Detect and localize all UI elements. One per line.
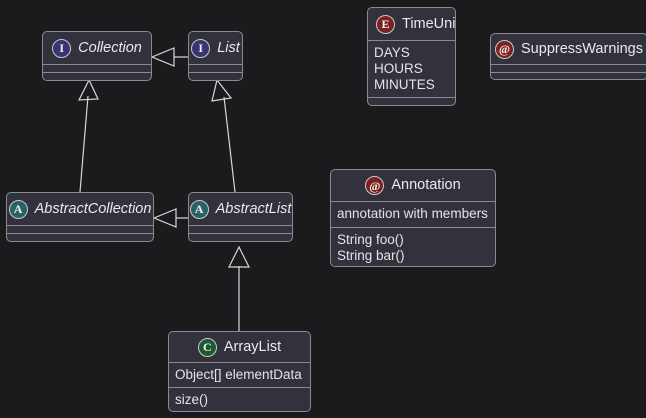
enum-constant: MINUTES (374, 76, 435, 92)
timeunit-title-compartment: E TimeUnit (368, 8, 455, 41)
abstractcollection-title-compartment: A AbstractCollection (7, 193, 153, 226)
annotation-method: String foo() (337, 231, 404, 247)
enum-constant: DAYS (374, 44, 410, 60)
arraylist-attributes-compartment: Object[] elementData (169, 363, 310, 388)
timeunit-constants-compartment: DAYS HOURS MINUTES (368, 41, 455, 98)
class-box-collection[interactable]: I Collection (42, 31, 152, 81)
class-box-timeunit[interactable]: E TimeUnit DAYS HOURS MINUTES (367, 7, 456, 106)
arraylist-method: size() (175, 392, 208, 407)
class-box-suppresswarnings[interactable]: @ SuppressWarnings (490, 33, 646, 80)
arrowhead-list-to-collection (150, 47, 175, 67)
suppresswarnings-title-compartment: @ SuppressWarnings (491, 34, 646, 65)
interface-icon: I (191, 38, 211, 58)
annotation-method: String bar() (337, 247, 405, 263)
edge-abstractlist-to-list (223, 96, 236, 193)
class-box-annotation[interactable]: @ Annotation annotation with members Str… (330, 169, 496, 267)
abstractcollection-attributes-compartment (7, 226, 153, 234)
abstract-class-icon: A (8, 199, 28, 219)
timeunit-name: TimeUnit (402, 15, 456, 32)
abstractcollection-methods-compartment (7, 234, 153, 241)
suppresswarnings-methods-compartment (491, 73, 646, 79)
class-box-arraylist[interactable]: C ArrayList Object[] elementData size() (168, 331, 311, 412)
class-icon: C (197, 337, 217, 357)
annotation-title-compartment: @ Annotation (331, 170, 495, 202)
abstract-class-icon: A (189, 199, 209, 219)
abstractlist-title-compartment: A AbstractList (189, 193, 292, 226)
annotation-icon: @ (495, 39, 515, 59)
arrowhead-abstractlist-to-abstractcollection (152, 208, 177, 228)
enum-constant: HOURS (374, 60, 423, 76)
abstractlist-name: AbstractList (215, 200, 292, 217)
collection-attributes-compartment (43, 65, 151, 73)
collection-name: Collection (78, 39, 142, 56)
list-title-compartment: I List (189, 32, 242, 65)
suppresswarnings-attributes-compartment (491, 65, 646, 73)
timeunit-methods-compartment (368, 98, 455, 105)
suppresswarnings-name: SuppressWarnings (521, 40, 643, 57)
class-box-abstractlist[interactable]: A AbstractList (188, 192, 293, 242)
arrowhead-abstractlist-to-list (211, 78, 233, 102)
edge-abstractcollection-to-collection (79, 95, 89, 193)
enum-icon: E (376, 14, 395, 34)
list-name: List (217, 39, 240, 56)
class-box-list[interactable]: I List (188, 31, 243, 81)
collection-title-compartment: I Collection (43, 32, 151, 65)
annotation-methods-compartment: String foo() String bar() (331, 228, 495, 266)
annotation-name: Annotation (391, 177, 461, 194)
list-attributes-compartment (189, 65, 242, 73)
annotation-note-compartment: annotation with members (331, 202, 495, 228)
class-box-abstractcollection[interactable]: A AbstractCollection (6, 192, 154, 242)
interface-icon: I (52, 38, 72, 58)
arraylist-methods-compartment: size() (169, 388, 310, 411)
arrowhead-arraylist-to-abstractlist (228, 245, 250, 268)
arraylist-attribute: Object[] elementData (175, 366, 302, 382)
annotation-note: annotation with members (337, 206, 488, 221)
list-methods-compartment (189, 73, 242, 80)
annotation-icon: @ (365, 176, 385, 195)
arraylist-title-compartment: C ArrayList (169, 332, 310, 363)
abstractlist-methods-compartment (189, 234, 292, 241)
abstractcollection-name: AbstractCollection (34, 200, 152, 217)
arraylist-name: ArrayList (223, 338, 282, 355)
collection-methods-compartment (43, 73, 151, 80)
arrowhead-abstractcollection-to-collection (78, 78, 99, 101)
abstractlist-attributes-compartment (189, 226, 292, 234)
